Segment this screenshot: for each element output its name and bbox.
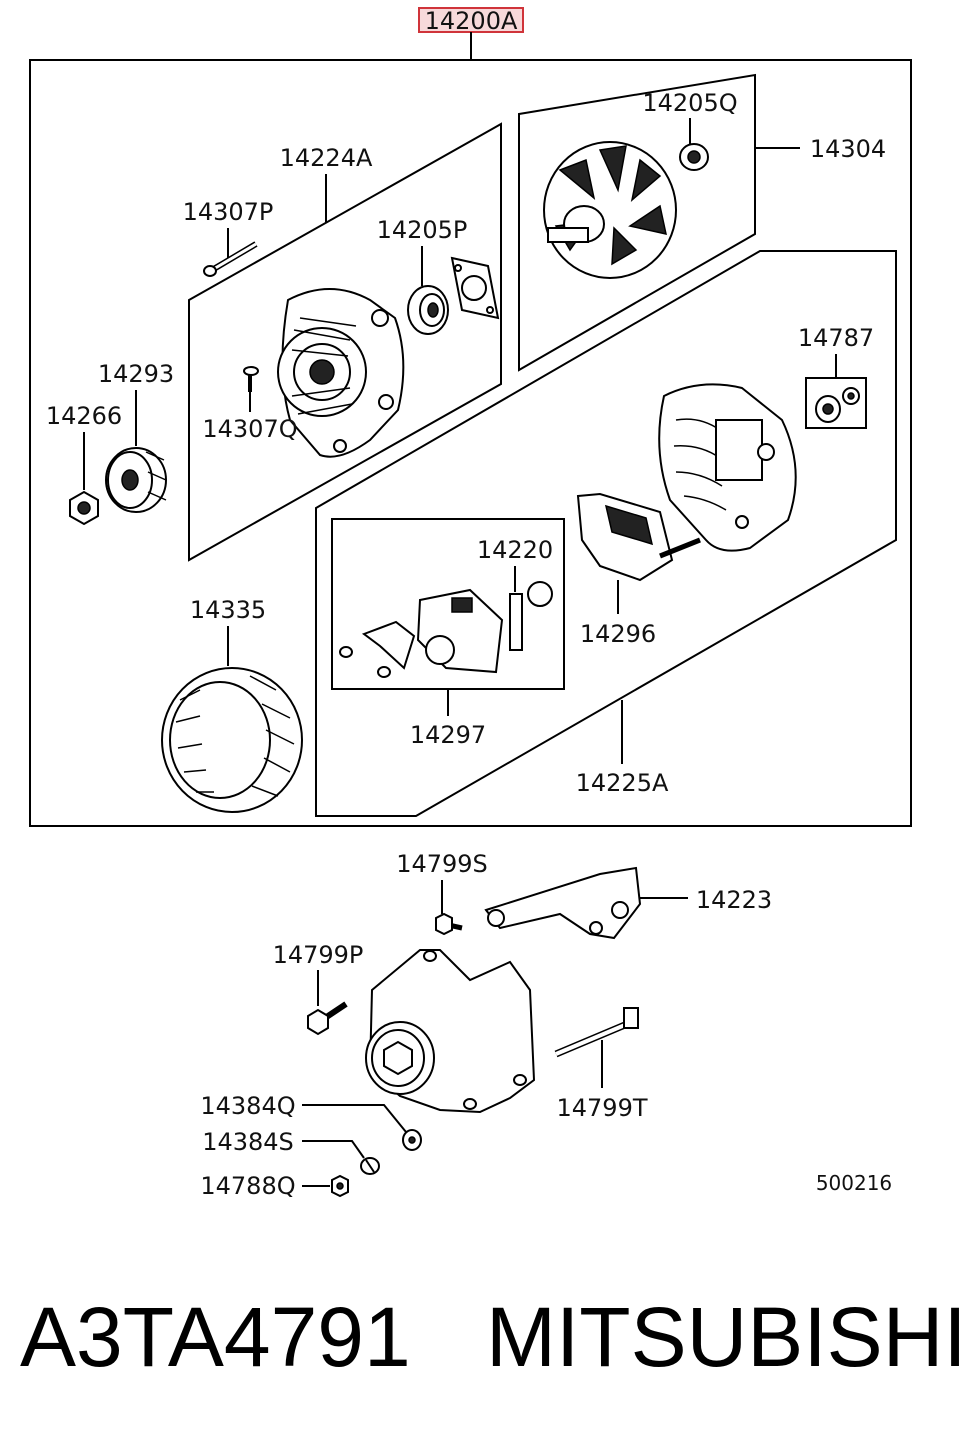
label-14307Q[interactable]: 14307Q bbox=[202, 415, 297, 443]
nut-14788Q-icon[interactable] bbox=[331, 1174, 349, 1198]
rotor-frame bbox=[518, 73, 756, 372]
label-14335[interactable]: 14335 bbox=[190, 596, 266, 624]
nut-14266-icon[interactable] bbox=[69, 490, 99, 526]
front-housing-frame bbox=[188, 122, 502, 562]
label-14799P[interactable]: 14799P bbox=[273, 941, 364, 969]
rear-housing-icon[interactable] bbox=[658, 383, 797, 552]
brush-14220-icon[interactable] bbox=[509, 581, 553, 651]
label-14799T[interactable]: 14799T bbox=[556, 1094, 647, 1122]
pulley-14293-icon[interactable] bbox=[105, 447, 167, 513]
label-14799S[interactable]: 14799S bbox=[396, 850, 488, 878]
label-14224A[interactable]: 14224A bbox=[280, 144, 373, 172]
rectifier-14296-icon[interactable] bbox=[576, 492, 701, 582]
label-14788Q[interactable]: 14788Q bbox=[200, 1172, 295, 1200]
screw-14307Q-icon[interactable] bbox=[243, 366, 259, 392]
label-14205Q[interactable]: 14205Q bbox=[642, 89, 737, 117]
nut-set-14787-icon[interactable] bbox=[815, 387, 860, 423]
retainer-plate-icon[interactable] bbox=[450, 256, 500, 320]
assembly-frame bbox=[29, 59, 912, 827]
label-14304[interactable]: 14304 bbox=[810, 135, 886, 163]
label-14223[interactable]: 14223 bbox=[696, 886, 772, 914]
front-housing-icon[interactable] bbox=[277, 288, 405, 458]
label-14307P[interactable]: 14307P bbox=[183, 198, 274, 226]
rear-housing-frame bbox=[315, 250, 897, 817]
label-14225A[interactable]: 14225A bbox=[576, 769, 669, 797]
caption-brand: MITSUBISHI bbox=[486, 1290, 960, 1384]
bolt-14307P-icon[interactable] bbox=[203, 241, 258, 277]
label-14297[interactable]: 14297 bbox=[410, 721, 486, 749]
regulator-14297-icon[interactable] bbox=[339, 588, 504, 678]
alternator-assembly-icon[interactable] bbox=[365, 949, 536, 1114]
washer-14384Q-icon[interactable] bbox=[402, 1129, 422, 1151]
label-14266[interactable]: 14266 bbox=[46, 402, 122, 430]
label-14787[interactable]: 14787 bbox=[798, 324, 874, 352]
label-14384S[interactable]: 14384S bbox=[202, 1128, 294, 1156]
label-14384Q[interactable]: 14384Q bbox=[200, 1092, 295, 1120]
assembly-label[interactable]: 14200A bbox=[425, 7, 518, 35]
label-14296[interactable]: 14296 bbox=[580, 620, 656, 648]
diagram-code: 500216 bbox=[816, 1171, 892, 1195]
rotor-icon[interactable] bbox=[543, 141, 677, 279]
bearing-14205P-icon[interactable] bbox=[407, 285, 449, 335]
bolt-14799T-icon[interactable] bbox=[554, 1007, 639, 1058]
nut-set-frame bbox=[805, 377, 867, 429]
bearing-14205Q-icon[interactable] bbox=[679, 143, 709, 171]
label-14205P[interactable]: 14205P bbox=[377, 216, 468, 244]
label-14220[interactable]: 14220 bbox=[477, 536, 553, 564]
label-14293[interactable]: 14293 bbox=[98, 360, 174, 388]
bolt-14799S-icon[interactable] bbox=[435, 912, 463, 936]
lock-washer-14384S-icon[interactable] bbox=[360, 1157, 380, 1175]
caption-part-number: A3TA4791 bbox=[20, 1290, 411, 1384]
bracket-14223-icon[interactable] bbox=[484, 866, 642, 940]
bolt-14799P-icon[interactable] bbox=[307, 1001, 348, 1036]
stator-14335-icon[interactable] bbox=[161, 667, 303, 813]
